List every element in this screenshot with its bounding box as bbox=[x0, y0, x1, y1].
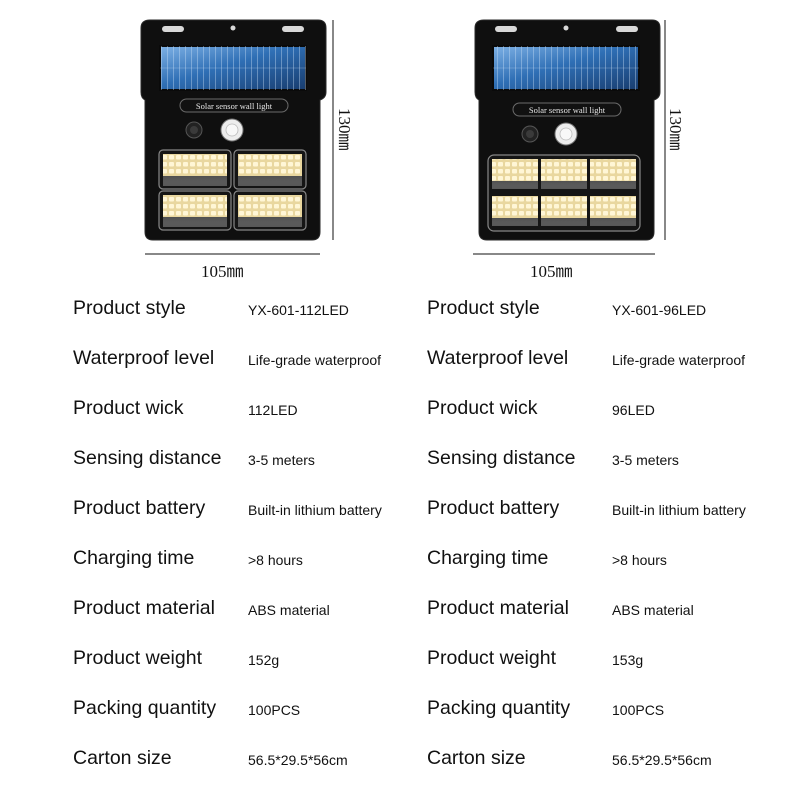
spec-label: Product material bbox=[73, 597, 215, 619]
width-label-right: 105㎜ bbox=[530, 262, 573, 281]
spec-value: 112LED bbox=[248, 402, 298, 418]
spec-row: Carton size 56.5*29.5*56cm bbox=[427, 735, 800, 785]
spec-value: >8 hours bbox=[248, 552, 303, 568]
width-label-left: 105㎜ bbox=[201, 262, 244, 281]
height-label-left: 130㎜ bbox=[335, 108, 354, 151]
spec-label: Waterproof level bbox=[427, 347, 569, 369]
height-label-right: 130㎜ bbox=[666, 108, 685, 151]
led-array bbox=[158, 149, 307, 231]
spec-row: Product material ABS material bbox=[73, 585, 473, 635]
spec-row: Product battery Built-in lithium battery bbox=[73, 485, 473, 535]
spec-row: Product weight 152g bbox=[73, 635, 473, 685]
spec-value: ABS material bbox=[248, 602, 330, 618]
spec-value: ABS material bbox=[612, 602, 694, 618]
spec-row: Product wick 96LED bbox=[427, 385, 800, 435]
spec-row: Carton size 56.5*29.5*56cm bbox=[73, 735, 473, 785]
spec-value: 152g bbox=[248, 652, 280, 668]
spec-value: 100PCS bbox=[248, 702, 301, 718]
product-image-96led: Solar sensor wall light bbox=[473, 19, 666, 255]
spec-value: 3-5 meters bbox=[248, 452, 315, 468]
mount-slot-right bbox=[282, 26, 304, 32]
spec-label: Product wick bbox=[73, 397, 184, 419]
spec-value: 56.5*29.5*56cm bbox=[612, 752, 712, 768]
spec-value: Life-grade waterproof bbox=[248, 352, 382, 368]
spec-row: Product wick 112LED bbox=[73, 385, 473, 435]
spec-label: Product battery bbox=[427, 497, 560, 519]
panel-label: Solar sensor wall light bbox=[529, 105, 606, 115]
spec-value: 100PCS bbox=[612, 702, 665, 718]
spec-row: Product material ABS material bbox=[427, 585, 800, 635]
product-image-112led: Solar sensor wall light bbox=[140, 19, 334, 255]
spec-row: Product weight 153g bbox=[427, 635, 800, 685]
spec-value: Life-grade waterproof bbox=[612, 352, 746, 368]
spec-row: Sensing distance 3-5 meters bbox=[73, 435, 473, 485]
spec-row: Waterproof level Life-grade waterproof bbox=[427, 335, 800, 385]
panel-label: Solar sensor wall light bbox=[196, 101, 273, 111]
mount-slot-right bbox=[616, 26, 638, 32]
spec-value: 3-5 meters bbox=[612, 452, 679, 468]
spec-label: Packing quantity bbox=[73, 697, 217, 719]
spec-row: Packing quantity 100PCS bbox=[73, 685, 473, 735]
spec-table-96led: Product style YX-601-96LED Waterproof leve… bbox=[427, 285, 800, 785]
spec-value: >8 hours bbox=[612, 552, 667, 568]
spec-value: YX-601-112LED bbox=[248, 302, 349, 318]
spec-row: Packing quantity 100PCS bbox=[427, 685, 800, 735]
spec-value: Built-in lithium battery bbox=[248, 502, 382, 518]
spec-row: Product style YX-601-112LED bbox=[73, 285, 473, 335]
spec-row: Sensing distance 3-5 meters bbox=[427, 435, 800, 485]
spec-label: Sensing distance bbox=[427, 447, 576, 469]
spec-label: Charging time bbox=[73, 547, 195, 569]
spec-value: Built-in lithium battery bbox=[612, 502, 746, 518]
spec-label: Waterproof level bbox=[73, 347, 215, 369]
mount-slot-left bbox=[495, 26, 517, 32]
spec-table-112led: Product style YX-601-112LED Waterproof lev… bbox=[73, 285, 473, 785]
spec-label: Charging time bbox=[427, 547, 549, 569]
spec-label: Product battery bbox=[73, 497, 206, 519]
spec-label: Product wick bbox=[427, 397, 538, 419]
spec-label: Carton size bbox=[73, 747, 172, 769]
spec-label: Product style bbox=[427, 297, 540, 319]
spec-row: Charging time >8 hours bbox=[73, 535, 473, 585]
spec-label: Sensing distance bbox=[73, 447, 222, 469]
spec-row: Charging time >8 hours bbox=[427, 535, 800, 585]
spec-label: Product style bbox=[73, 297, 186, 319]
spec-value: 153g bbox=[612, 652, 644, 668]
spec-row: Waterproof level Life-grade waterproof bbox=[73, 335, 473, 385]
spec-row: Product battery Built-in lithium battery bbox=[427, 485, 800, 535]
spec-row: Product style YX-601-96LED bbox=[427, 285, 800, 335]
spec-value: 56.5*29.5*56cm bbox=[248, 752, 348, 768]
spec-label: Product weight bbox=[73, 647, 202, 669]
spec-label: Carton size bbox=[427, 747, 526, 769]
led-array bbox=[487, 154, 641, 232]
spec-label: Product material bbox=[427, 597, 569, 619]
spec-label: Product weight bbox=[427, 647, 556, 669]
spec-value: YX-601-96LED bbox=[612, 302, 707, 318]
mount-slot-left bbox=[162, 26, 184, 32]
spec-value: 96LED bbox=[612, 402, 655, 418]
spec-label: Packing quantity bbox=[427, 697, 571, 719]
